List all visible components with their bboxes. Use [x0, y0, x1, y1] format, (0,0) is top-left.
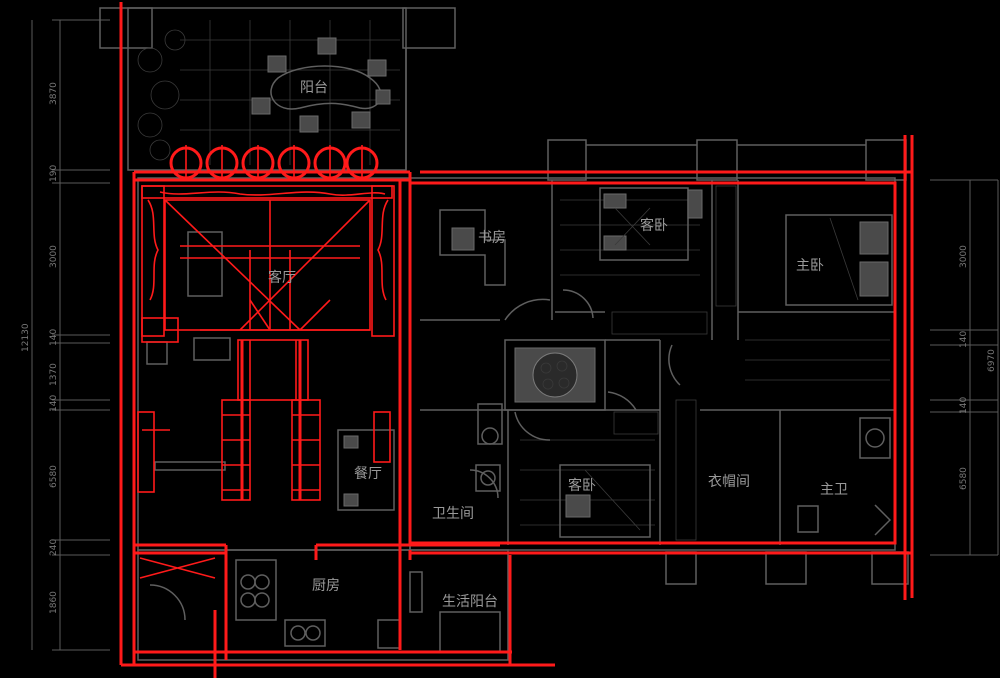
dim-left-7: 6580 [49, 465, 59, 488]
dim-left-3: 3000 [49, 245, 59, 268]
left-dimension-chain: 3870 190 3000 140 1370 140 6580 240 1860… [21, 19, 110, 651]
room-label-balcony: 阳台 [300, 80, 328, 96]
dim-right-1: 3000 [959, 245, 969, 268]
dim-left-8: 240 [49, 539, 59, 556]
room-label-dining: 餐厅 [354, 466, 382, 482]
room-label-living: 客厅 [268, 269, 296, 286]
plan-walls [99, 7, 909, 661]
right-dimension-chain: 3000 140 140 6580 6970 [930, 179, 999, 556]
room-label-utility-balcony: 生活阳台 [442, 594, 498, 610]
dim-left-4: 140 [49, 329, 59, 346]
room-labels: 阳台 客厅 餐厅 厨房 书房 客卧 主卧 客卧 衣帽间 主卫 卫生间 生活阳台 [268, 80, 848, 610]
room-label-guest-bottom: 客卧 [568, 477, 596, 494]
dim-right-total: 6970 [987, 349, 997, 372]
room-label-bathroom: 卫生间 [432, 506, 474, 522]
dim-left-6: 140 [49, 395, 59, 412]
room-label-guest-top: 客卧 [640, 217, 668, 234]
room-label-closet: 衣帽间 [708, 474, 750, 490]
room-label-master-bath: 主卫 [820, 482, 848, 498]
dim-left-2: 190 [49, 165, 59, 182]
dim-left-total: 12130 [21, 323, 31, 352]
dim-right-4: 6580 [959, 467, 969, 490]
balcony-plants [137, 29, 186, 161]
dim-left-9: 1860 [49, 591, 59, 614]
dim-right-3: 140 [959, 397, 969, 414]
room-label-study: 书房 [478, 230, 506, 246]
dim-right-2: 140 [959, 331, 969, 348]
dim-left-5: 1370 [49, 363, 59, 386]
dim-left-1: 3870 [49, 82, 59, 105]
room-label-kitchen: 厨房 [312, 578, 340, 594]
red-markup [119, 2, 914, 678]
room-label-master: 主卧 [796, 258, 824, 274]
